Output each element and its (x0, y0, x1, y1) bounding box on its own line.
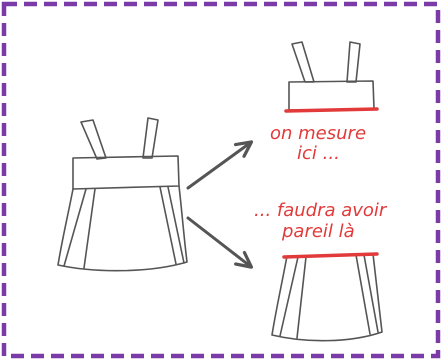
measure-line-bottom (282, 252, 379, 259)
main-garment-sketch (57, 117, 188, 272)
annotation-bottom-line2: pareil là (282, 221, 355, 242)
skirt-detail-sketch (271, 253, 383, 342)
measure-line-top (284, 107, 379, 113)
annotation-top-line2: ici ... (297, 143, 340, 164)
annotation-top-line1: on mesure (270, 123, 367, 144)
arrow-icon (186, 140, 254, 269)
bodice-detail-sketch (288, 41, 375, 111)
annotation-bottom-line1: ... faudra avoir (254, 200, 387, 221)
